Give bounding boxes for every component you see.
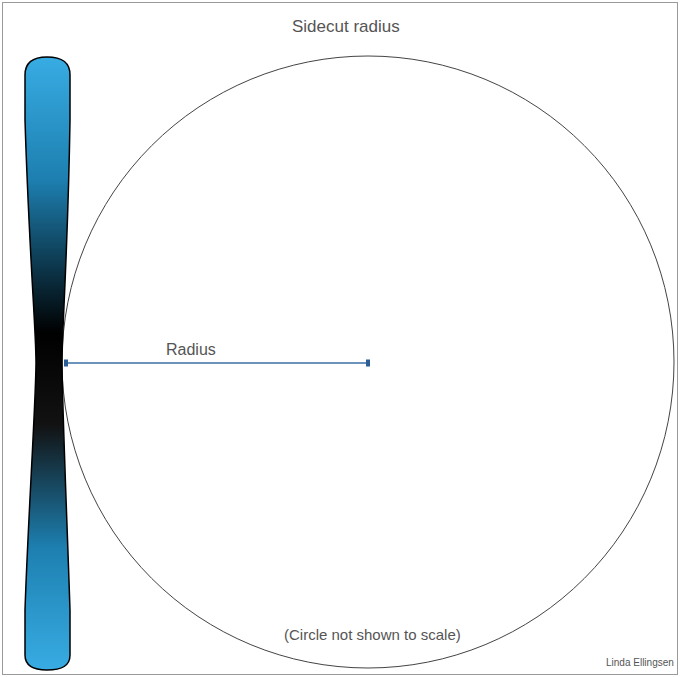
- radius-end: [64, 360, 68, 367]
- scale-note: (Circle not shown to scale): [284, 626, 461, 643]
- credit: Linda Ellingsen: [606, 657, 674, 668]
- frame: [3, 3, 678, 675]
- dimension-label: Radius: [166, 341, 216, 359]
- radius-line: [66, 362, 368, 364]
- radius-end: [366, 360, 370, 367]
- ski-shape: [25, 57, 70, 670]
- sidecut-circle: [62, 56, 674, 668]
- diagram-title: Sidecut radius: [292, 17, 400, 37]
